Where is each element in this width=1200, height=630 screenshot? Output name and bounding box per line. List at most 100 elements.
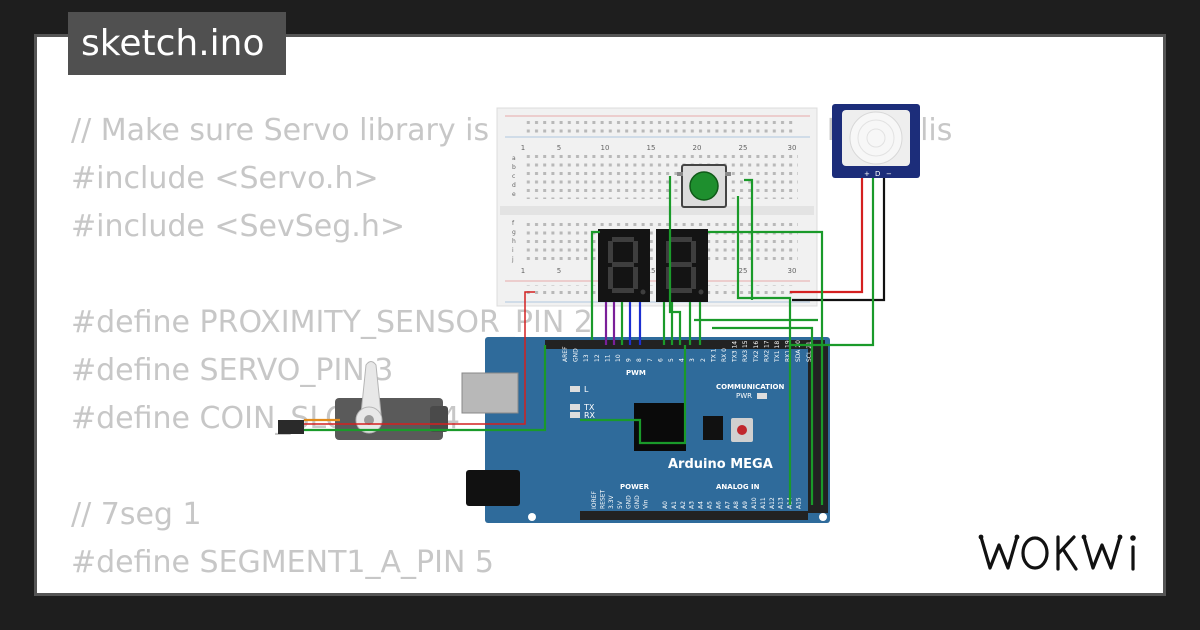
pir-pin-label: − bbox=[886, 170, 892, 178]
breadboard-row-letter: a bbox=[512, 155, 516, 162]
breadboard-column-number: 30 bbox=[788, 267, 797, 275]
digital-pin-label: 11 bbox=[604, 354, 611, 362]
icsp-header bbox=[703, 416, 723, 440]
breadboard-column-number: 15 bbox=[647, 144, 656, 152]
board-name-label: Arduino MEGA bbox=[668, 457, 773, 472]
digital-pin-label: RX1 19 bbox=[785, 340, 792, 362]
digital-pin-label: TX3 14 bbox=[732, 341, 739, 363]
code-line: #define SEGMENT1_A_PIN 5 bbox=[71, 545, 495, 580]
breadboard-row-letter: d bbox=[512, 182, 516, 189]
power-pin-label: GND bbox=[625, 495, 632, 509]
power-label: POWER bbox=[620, 483, 650, 491]
digital-pin-label: 9 bbox=[626, 358, 633, 362]
power-pin-label: GND bbox=[634, 495, 641, 509]
digital-pin-label: TX 1 bbox=[710, 348, 717, 363]
analog-pin-label: A8 bbox=[733, 501, 740, 509]
seven-segment-display-2 bbox=[656, 229, 708, 302]
code-line: // 7seg 1 bbox=[71, 497, 202, 532]
communication-label: COMMUNICATION bbox=[716, 383, 785, 391]
digital-pin-label: 6 bbox=[657, 358, 664, 362]
digital-pin-label: GND bbox=[573, 348, 580, 362]
analog-pin-label: A7 bbox=[724, 501, 731, 509]
breadboard-row-letter: j bbox=[511, 256, 514, 263]
power-pin-label: 5V bbox=[617, 500, 624, 509]
digital-pin-label: 13 bbox=[583, 354, 590, 362]
digital-pin-label: 12 bbox=[594, 354, 601, 362]
breadboard-column-number: 10 bbox=[601, 144, 610, 152]
breadboard-row-letter: e bbox=[512, 191, 516, 198]
power-pin-label: IOREF bbox=[591, 491, 598, 509]
digital-header bbox=[545, 340, 825, 349]
analog-pin-label: A4 bbox=[698, 501, 705, 509]
pwm-label: PWM bbox=[626, 369, 646, 377]
breadboard-column-number: 1 bbox=[521, 144, 525, 152]
wokwi-logo bbox=[978, 534, 1136, 571]
upper-terminal-strip bbox=[522, 155, 798, 199]
svg-text:+D−: + D− bbox=[864, 170, 892, 178]
breadboard-column-number: 20 bbox=[693, 144, 702, 152]
analog-pin-label: A10 bbox=[751, 497, 758, 509]
analog-pin-label: A11 bbox=[760, 497, 767, 509]
digital-pin-label: 5 bbox=[668, 358, 675, 362]
file-tab[interactable]: sketch.ino bbox=[68, 12, 286, 75]
servo-motor bbox=[278, 361, 448, 440]
digital-pin-label: TX2 16 bbox=[753, 341, 760, 363]
pir-pin-label: D bbox=[875, 170, 880, 178]
analog-pin-label: A13 bbox=[778, 497, 785, 509]
digital-pin-label: 7 bbox=[647, 358, 654, 362]
pir-motion-sensor: + D− bbox=[832, 104, 920, 178]
digital-pin-label: 4 bbox=[679, 358, 686, 362]
analog-pin-label: A0 bbox=[662, 501, 669, 509]
breadboard-column-number: 5 bbox=[557, 144, 561, 152]
breadboard-row-letter: c bbox=[512, 173, 515, 180]
push-button[interactable] bbox=[677, 164, 731, 208]
rx-led-label: RX bbox=[584, 411, 596, 420]
digital-pin-label: 8 bbox=[636, 358, 643, 362]
breadboard-column-number: 15 bbox=[647, 267, 656, 275]
analog-pin-label: A3 bbox=[689, 501, 696, 509]
digital-pin-label: AREF bbox=[562, 346, 569, 362]
top-power-rail bbox=[525, 120, 795, 134]
seven-segment-display-1 bbox=[598, 229, 650, 302]
breadboard-row-letter: f bbox=[512, 220, 515, 227]
power-jack bbox=[466, 470, 520, 506]
analog-pin-label: A2 bbox=[680, 501, 687, 509]
breadboard-column-number: 5 bbox=[557, 267, 561, 275]
breadboard-row-letter: b bbox=[512, 164, 516, 171]
digital-pin-label: RX2 17 bbox=[763, 340, 770, 362]
breadboard-row-letter: i bbox=[512, 247, 514, 254]
digital-pin-label: RX 0 bbox=[721, 348, 728, 362]
code-line: #include <Servo.h> bbox=[71, 161, 379, 196]
digital-pin-label: SCL 21 bbox=[806, 341, 813, 362]
power-pin-label: 3.3V bbox=[608, 494, 615, 509]
digital-pin-label: 3 bbox=[689, 358, 696, 362]
wires bbox=[304, 176, 886, 505]
power-analog-header bbox=[580, 511, 808, 520]
usb-port bbox=[461, 372, 519, 414]
analog-in-label: ANALOG IN bbox=[716, 483, 760, 491]
pwr-led-label: PWR bbox=[736, 392, 752, 400]
analog-pin-label: A15 bbox=[796, 497, 803, 509]
analog-pin-label: A12 bbox=[769, 497, 776, 509]
breadboard-column-number: 1 bbox=[521, 267, 525, 275]
digital-pin-label: 2 bbox=[700, 358, 707, 362]
breadboard-column-number: 30 bbox=[788, 144, 797, 152]
analog-pin-label: A5 bbox=[707, 501, 714, 509]
center-channel bbox=[500, 206, 814, 215]
breadboard-column-number: 25 bbox=[739, 267, 748, 275]
breadboard-column-number: 25 bbox=[739, 144, 748, 152]
digital-pin-label: RX3 15 bbox=[742, 340, 749, 362]
digital-pin-label: TX1 18 bbox=[774, 341, 781, 363]
analog-pin-label: A6 bbox=[715, 501, 722, 509]
code-line: #define SERVO_PIN 3 bbox=[71, 353, 394, 388]
power-pin-label: RESET bbox=[600, 489, 607, 509]
digital-pin-label: SDA 20 bbox=[795, 340, 802, 362]
analog-pin-label: A9 bbox=[742, 501, 749, 509]
pir-pin-label: + bbox=[864, 170, 870, 178]
code-line: #define PROXIMITY_SENSOR_PIN 2 bbox=[71, 305, 593, 340]
code-line: #include <SevSeg.h> bbox=[71, 209, 405, 244]
breadboard-row-letter: g bbox=[512, 229, 516, 236]
tx-led-label: TX bbox=[583, 403, 595, 412]
analog-pin-label: A1 bbox=[671, 501, 678, 509]
